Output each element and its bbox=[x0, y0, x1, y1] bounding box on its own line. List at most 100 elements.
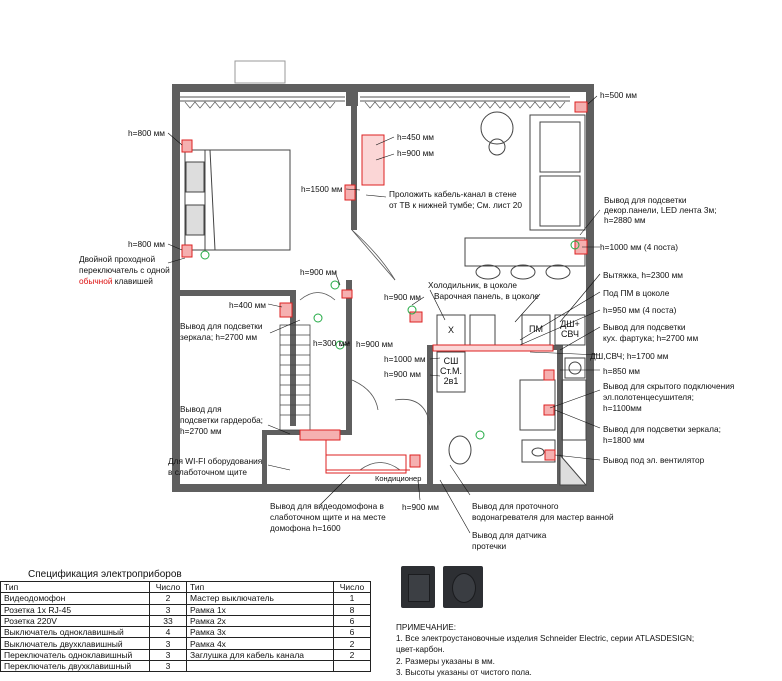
spec-row: Розетка 220V 33 Рамка 2х 6 bbox=[0, 614, 371, 628]
bed bbox=[184, 149, 291, 251]
spec-row: Выключатель двухклавишный 3 Рамка 4х 2 bbox=[0, 637, 371, 650]
socket-image bbox=[452, 573, 476, 603]
spec-cell: 33 bbox=[149, 614, 187, 628]
note-h900-corridor: h=900 мм bbox=[356, 339, 394, 349]
spec-cell: 2 bbox=[333, 637, 371, 650]
note-decor-line2: декор.панели, LED лента 3м; bbox=[604, 205, 717, 215]
switches-green bbox=[200, 240, 580, 440]
note-intercom-line1: Вывод для видеодомофона в bbox=[270, 501, 384, 511]
appliance-dsh-line2: СВЧ bbox=[560, 329, 580, 339]
note-pm: Под ПМ в цоколе bbox=[603, 288, 670, 298]
spec-header-type-1: Тип bbox=[0, 580, 150, 594]
remarks-line3: 2. Размеры указаны в мм. bbox=[396, 656, 495, 666]
note-heater-line1: Вывод для проточного bbox=[472, 501, 559, 511]
note-intercom-line2: слаботочном щите и на месте bbox=[270, 512, 386, 522]
switch-key-image bbox=[408, 574, 430, 602]
leader-lines bbox=[167, 95, 601, 534]
appliance-pm-label: ПМ bbox=[529, 324, 543, 334]
spec-cell: 3 bbox=[149, 648, 187, 662]
remarks-block: ПРИМЕЧАНИЕ: 1. Все электроустановочные и… bbox=[396, 622, 694, 678]
note-intercom-line3: домофона h=1600 bbox=[270, 523, 341, 533]
note-decor-line3: h=2880 мм bbox=[604, 215, 646, 225]
note-switch-red-word: обычной bbox=[79, 276, 113, 286]
radiator-right bbox=[364, 101, 566, 109]
spec-cell bbox=[333, 660, 371, 673]
note-towel-line1: Вывод для скрытого подключения bbox=[603, 381, 735, 391]
spec-row: Переключатель одноклавишный 3 Заглушка д… bbox=[0, 648, 371, 662]
note-mirror-line1: Вывод для подсветки bbox=[180, 321, 263, 331]
spec-table: Тип Число Тип Число Видеодомофон 2 Масте… bbox=[0, 580, 371, 673]
spec-cell: Выключатель двухклавишный bbox=[0, 637, 150, 650]
spec-cell: 1 bbox=[333, 592, 371, 605]
remarks-title: ПРИМЕЧАНИЕ: bbox=[396, 623, 456, 632]
note-wardrobe-line3: h=2700 мм bbox=[180, 426, 222, 436]
note-switch-line1: Двойной проходной bbox=[79, 254, 156, 264]
note-towel-line3: h=1100мм bbox=[603, 403, 642, 413]
note-h400: h=400 мм bbox=[229, 300, 267, 310]
note-wifi-line2: в слаботочном щите bbox=[168, 467, 247, 477]
spec-cell: Переключатель двухклавишный bbox=[0, 660, 150, 673]
note-h900-entry: h=900 мм bbox=[402, 502, 440, 512]
note-switch-rest: клавишей bbox=[112, 276, 153, 286]
note-h800-top: h=800 мм bbox=[128, 128, 166, 138]
radiator-left bbox=[184, 101, 336, 109]
note-conditioner: Кондиционер bbox=[375, 474, 422, 483]
spec-header-row: Тип Число Тип Число bbox=[0, 580, 371, 594]
spec-cell: 4 bbox=[149, 626, 187, 639]
note-leak-line2: протечки bbox=[472, 541, 507, 551]
spec-cell: 2 bbox=[149, 592, 187, 605]
note-hob: Варочная панель, в цоколе bbox=[434, 291, 539, 301]
note-h900-bedroom: h=900 мм bbox=[300, 267, 338, 277]
kitchen-island bbox=[464, 237, 586, 280]
appliance-washer-line2: Ст.М. bbox=[439, 366, 463, 376]
note-switch-line3: обычной клавишей bbox=[79, 276, 153, 286]
spec-cell: 8 bbox=[333, 603, 371, 616]
spec-cell: Рамка 3х bbox=[186, 626, 334, 639]
note-wifi-line1: Для WI-FI оборудования bbox=[168, 456, 263, 466]
spec-row: Розетка 1х RJ-45 3 Рамка 1х 8 bbox=[0, 603, 371, 616]
appliance-dsh-line1: ДШ+ bbox=[560, 319, 580, 329]
spec-cell: Розетка 1х RJ-45 bbox=[0, 603, 150, 616]
remarks-line4: 3. Высоты указаны от чистого пола. bbox=[396, 667, 532, 677]
note-h900-hall: h=900 мм bbox=[384, 292, 422, 302]
remarks-line1: 1. Все электроустановочные изделия Schne… bbox=[396, 634, 695, 644]
spec-cell: 3 bbox=[149, 637, 187, 650]
appliance-washer-line3: 2в1 bbox=[443, 376, 459, 386]
note-mirror2-line2: h=1800 мм bbox=[603, 435, 645, 445]
door-swings bbox=[299, 229, 431, 471]
window-frame bbox=[234, 60, 286, 84]
spec-cell: 3 bbox=[149, 660, 187, 673]
spec-row: Видеодомофон 2 Мастер выключатель 1 bbox=[0, 592, 371, 605]
spec-row: Переключатель двухклавишный 3 bbox=[0, 660, 371, 673]
spec-cell: Рамка 2х bbox=[186, 614, 334, 628]
note-fridge: Холодильник, в цоколе bbox=[428, 280, 517, 290]
note-apron-line1: Вывод для подсветки bbox=[603, 322, 686, 332]
note-apron-line2: кух. фартука; h=2700 мм bbox=[603, 333, 699, 343]
spec-cell: Переключатель одноклавишный bbox=[0, 648, 150, 662]
note-h950-4posts: h=950 мм (4 поста) bbox=[603, 305, 677, 315]
top-windows bbox=[180, 96, 570, 102]
note-wardrobe-line2: подсветки гардероба; bbox=[180, 415, 263, 425]
spec-cell: Мастер выключатель bbox=[186, 592, 334, 605]
outer-walls bbox=[172, 84, 594, 492]
note-cable-line2: от ТВ к нижней тумбе; См. лист 20 bbox=[389, 200, 522, 210]
note-cable-line1: Проложить кабель-канал в стене bbox=[389, 189, 517, 199]
note-h300: h=300 мм bbox=[313, 338, 351, 348]
note-h1000: h=1000 мм bbox=[384, 354, 426, 364]
note-dsh: ДШ,СВЧ; h=1700 мм bbox=[590, 351, 669, 361]
spec-cell: Розетка 220V bbox=[0, 614, 150, 628]
note-h800-bottom: h=800 мм bbox=[128, 239, 166, 249]
note-h900-tv: h=900 мм bbox=[397, 148, 435, 158]
spec-header-count-2: Число bbox=[333, 580, 371, 594]
remarks-line2: цвет-карбон. bbox=[396, 645, 445, 655]
spec-cell: 6 bbox=[333, 626, 371, 639]
note-leak-line1: Вывод для датчика bbox=[472, 530, 547, 540]
sofa bbox=[480, 111, 586, 231]
note-h900-kitchen: h=900 мм bbox=[384, 369, 422, 379]
note-h450: h=450 мм bbox=[397, 132, 435, 142]
spec-title: Спецификация электроприборов bbox=[28, 569, 182, 580]
spec-cell: Рамка 1х bbox=[186, 603, 334, 616]
